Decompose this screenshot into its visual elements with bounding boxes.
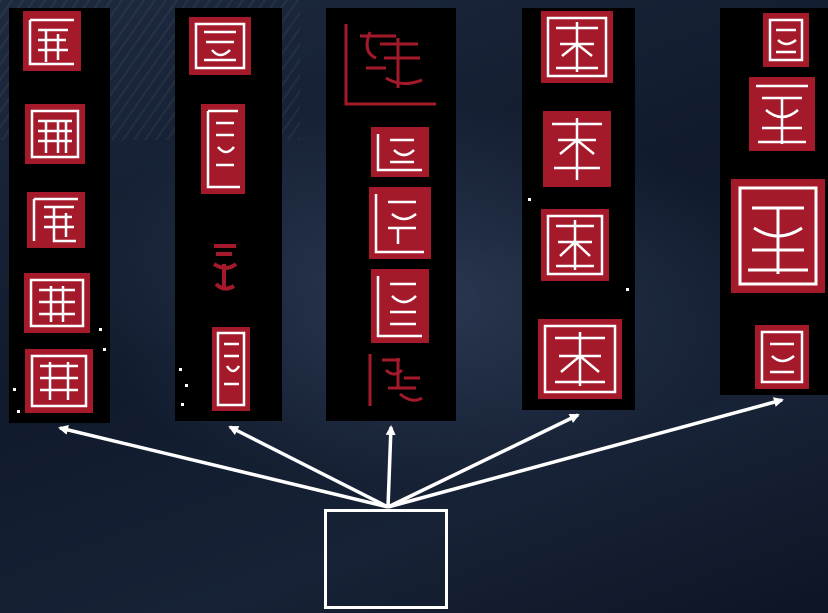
source-box: [324, 509, 448, 609]
arrow-to-column-5: [388, 400, 782, 507]
arrow-to-column-2: [230, 427, 388, 507]
arrow-to-column-1: [60, 428, 388, 507]
arrow-to-column-3: [388, 427, 391, 507]
arrow-to-column-4: [388, 415, 578, 507]
